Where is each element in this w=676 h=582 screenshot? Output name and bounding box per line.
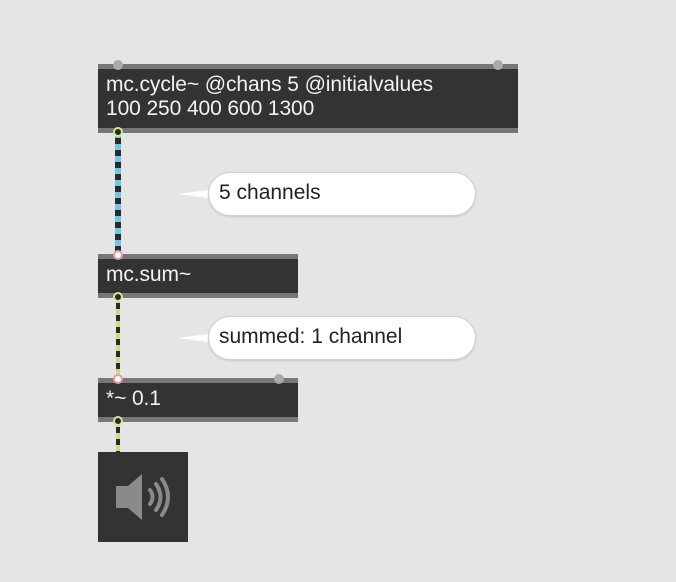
object-mc-cycle[interactable]: mc.cycle~ @chans 5 @initialvalues 100 25… [98, 64, 518, 133]
object-mc-cycle-text: mc.cycle~ @chans 5 @initialvalues 100 25… [106, 73, 434, 120]
mc-cycle-inlet-right[interactable] [493, 60, 503, 70]
mc-sum-inlet[interactable] [113, 250, 123, 260]
multiply-inlet-right[interactable] [274, 374, 284, 384]
ezdac-speaker-button[interactable] [98, 452, 188, 542]
multiply-outlet[interactable] [113, 416, 123, 426]
object-mc-sum[interactable]: mc.sum~ [98, 254, 298, 298]
mc-cycle-outlet[interactable] [113, 127, 123, 137]
comment-5-channels[interactable]: 5 channels [208, 172, 476, 216]
comment-pointer [178, 190, 208, 198]
speaker-icon [116, 474, 170, 520]
comment-summed-1-channel[interactable]: summed: 1 channel [208, 316, 476, 360]
object-multiply[interactable]: *~ 0.1 [98, 378, 298, 422]
comment-pointer [178, 334, 208, 342]
object-multiply-text: *~ 0.1 [106, 387, 161, 410]
mc-cycle-inlet-left[interactable] [113, 60, 123, 70]
multiply-inlet-left[interactable] [113, 374, 123, 384]
object-mc-sum-text: mc.sum~ [106, 263, 192, 286]
mc-sum-outlet[interactable] [113, 292, 123, 302]
